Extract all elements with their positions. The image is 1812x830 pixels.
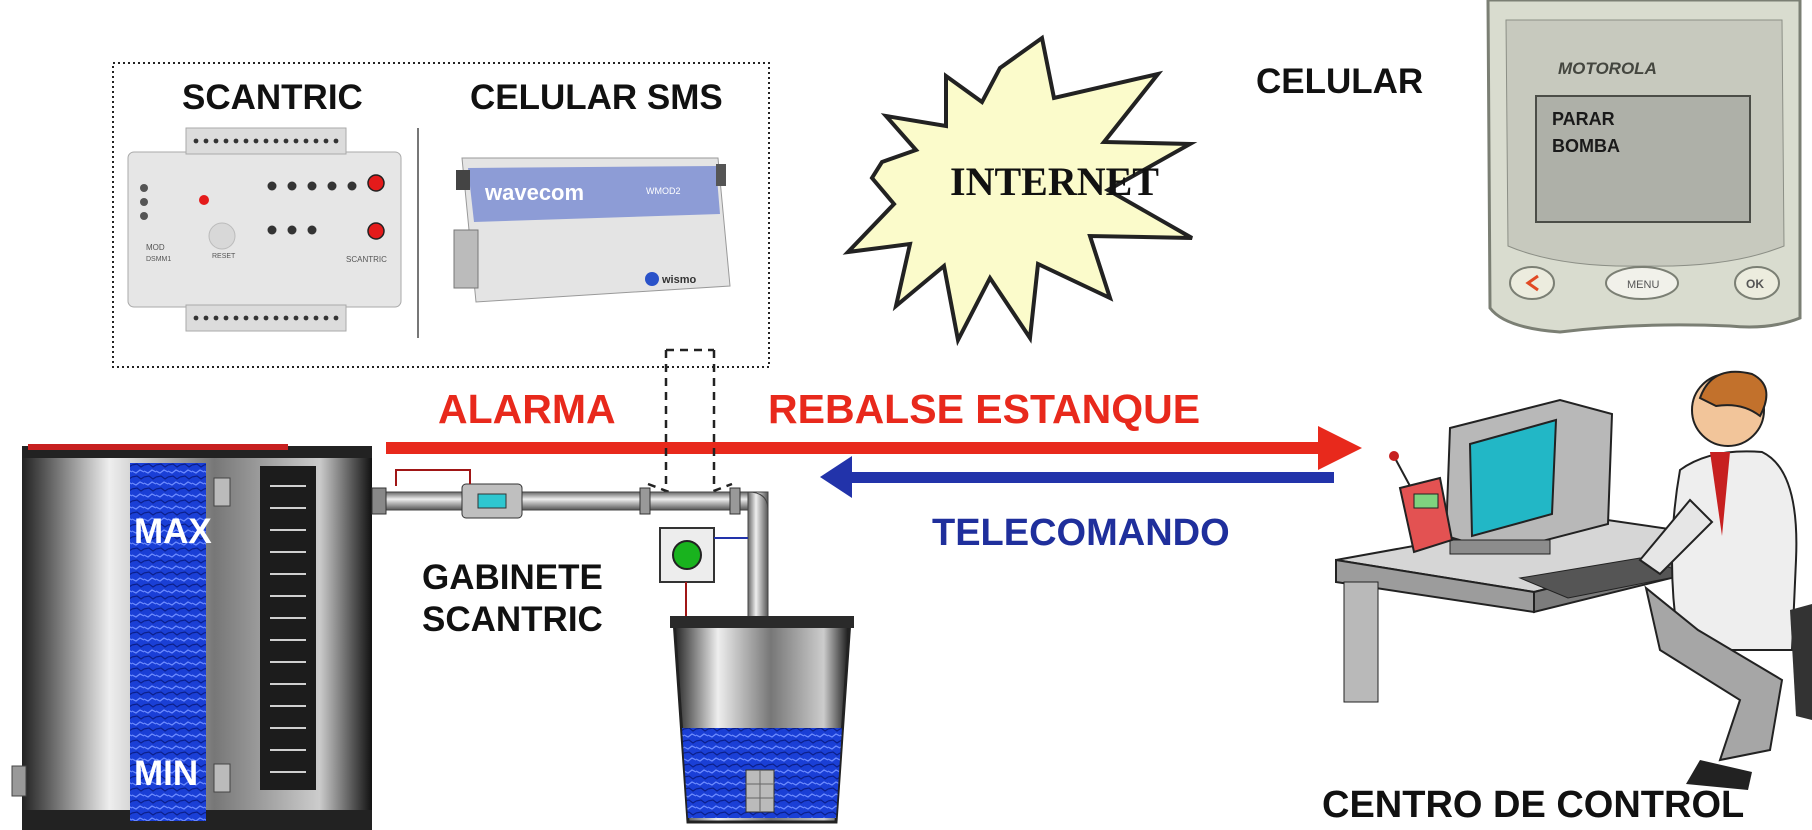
internet-cloud: [842, 34, 1198, 347]
phone-brand: MOTOROLA: [1558, 59, 1657, 78]
phone-screen-line1: PARAR: [1552, 109, 1615, 129]
tank-min-label: MIN: [134, 754, 199, 793]
alarm-arrow: [386, 426, 1362, 470]
phone-screen-line2: BOMBA: [1552, 136, 1620, 156]
control-center-caption: CENTRO DE CONTROL: [1322, 784, 1745, 826]
phone-ok-label: OK: [1746, 277, 1764, 291]
chevron-left-icon: [1525, 274, 1539, 292]
phone-left-key[interactable]: [1509, 266, 1555, 300]
modem-sub-brand: wismo: [661, 274, 697, 286]
level-gauge-water: [130, 463, 206, 821]
celular-sms-title: CELULAR SMS: [470, 78, 723, 117]
control-center: [1335, 370, 1812, 790]
internet-label: INTERNET: [950, 159, 1159, 204]
scantric-cabinet: [659, 527, 748, 621]
gsm-modem: wavecom WMOD2 wismo: [453, 157, 731, 303]
command-arrow: [820, 456, 1334, 498]
scantric-unit: MOD DSMM1 RESET SCANTRIC: [127, 127, 402, 332]
scantric-model-text-2: DSMM1: [146, 256, 171, 263]
scantric-title: SCANTRIC: [182, 78, 363, 117]
mobile-phone: MOTOROLA PARAR BOMBA MENU OK: [1486, 0, 1802, 334]
command-label: TELECOMANDO: [932, 512, 1230, 554]
phone-menu-label: MENU: [1627, 279, 1659, 291]
sump-tank: [670, 616, 854, 824]
cabinet-label-line2: SCANTRIC: [422, 600, 603, 639]
reset-text: RESET: [212, 253, 236, 260]
alarm-text: REBALSE ESTANQUE: [768, 386, 1201, 432]
phone-menu-key[interactable]: [1605, 266, 1679, 300]
tank-max-label: MAX: [134, 512, 212, 551]
cabinet-label-line1: GABINETE: [422, 558, 603, 597]
scantric-model-text: MOD: [146, 243, 165, 252]
device-panel: MOD DSMM1 RESET SCANTRIC wavecom WMOD2 w…: [112, 62, 770, 368]
main-tank: [11, 444, 372, 830]
modem-brand: wavecom: [484, 180, 584, 205]
modem-model: WMOD2: [646, 186, 681, 196]
alarm-label: ALARMA: [438, 386, 616, 432]
cabinet-link: [647, 348, 733, 502]
scantric-panel-brand: SCANTRIC: [346, 255, 387, 264]
celular-caption: CELULAR: [1256, 62, 1424, 101]
phone-ok-key[interactable]: [1734, 266, 1780, 300]
